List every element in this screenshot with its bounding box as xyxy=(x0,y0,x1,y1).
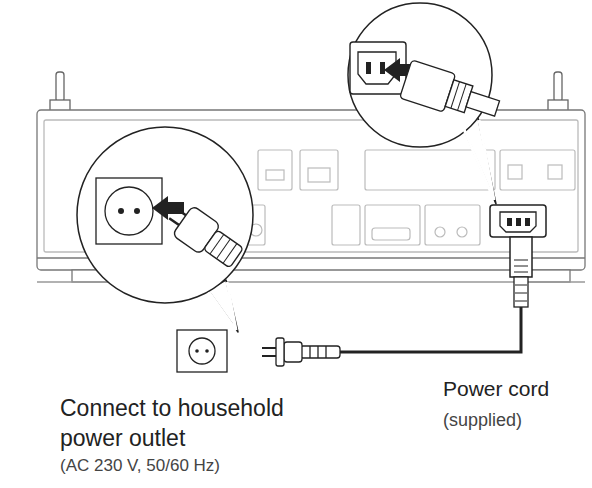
annotation-label: Power cord xyxy=(443,376,588,402)
power-cord xyxy=(340,237,532,352)
ac-inlet xyxy=(490,205,546,237)
annotation-label: (supplied) xyxy=(443,409,588,431)
outlet-symbol xyxy=(177,330,227,372)
annotation-label: (AC 230 V, 50/60 Hz) xyxy=(60,455,320,477)
mains-plug xyxy=(262,338,340,366)
outlet-callout xyxy=(77,127,253,332)
inlet-callout xyxy=(348,3,503,204)
device-ports xyxy=(240,150,575,245)
annotation-label: Connect to household power outlet xyxy=(60,393,310,453)
